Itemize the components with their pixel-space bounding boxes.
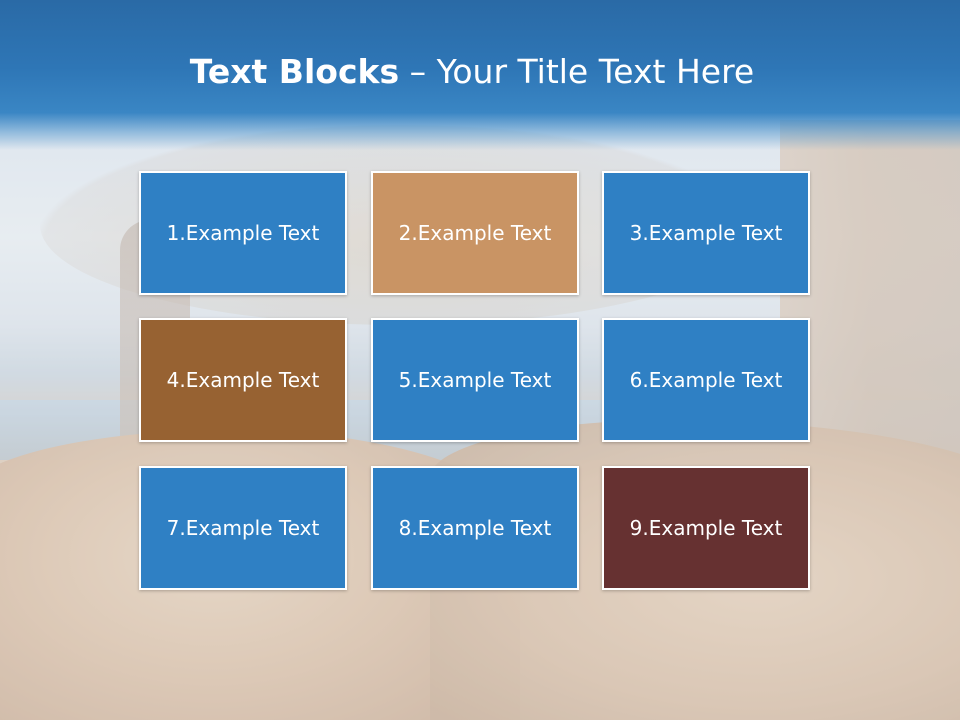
slide-title: Text Blocks – Your Title Text Here (0, 52, 944, 91)
text-block-3[interactable]: 3.Example Text (602, 171, 810, 295)
text-block-label: 9.Example Text (629, 516, 783, 540)
text-block-1[interactable]: 1.Example Text (139, 171, 347, 295)
text-block-label: 1.Example Text (166, 221, 320, 245)
title-bold: Text Blocks (189, 52, 400, 91)
text-block-8[interactable]: 8.Example Text (371, 466, 579, 590)
title-dash: – (399, 52, 437, 91)
text-block-7[interactable]: 7.Example Text (139, 466, 347, 590)
text-block-label: 7.Example Text (166, 516, 320, 540)
text-block-9[interactable]: 9.Example Text (602, 466, 810, 590)
text-block-6[interactable]: 6.Example Text (602, 318, 810, 442)
text-block-4[interactable]: 4.Example Text (139, 318, 347, 442)
text-block-label: 4.Example Text (166, 368, 320, 392)
text-block-5[interactable]: 5.Example Text (371, 318, 579, 442)
text-block-label: 8.Example Text (398, 516, 552, 540)
text-block-2[interactable]: 2.Example Text (371, 171, 579, 295)
text-block-label: 5.Example Text (398, 368, 552, 392)
text-block-label: 3.Example Text (629, 221, 783, 245)
text-block-label: 2.Example Text (398, 221, 552, 245)
text-block-label: 6.Example Text (629, 368, 783, 392)
title-bar (0, 0, 960, 150)
title-rest: Your Title Text Here (436, 52, 755, 91)
